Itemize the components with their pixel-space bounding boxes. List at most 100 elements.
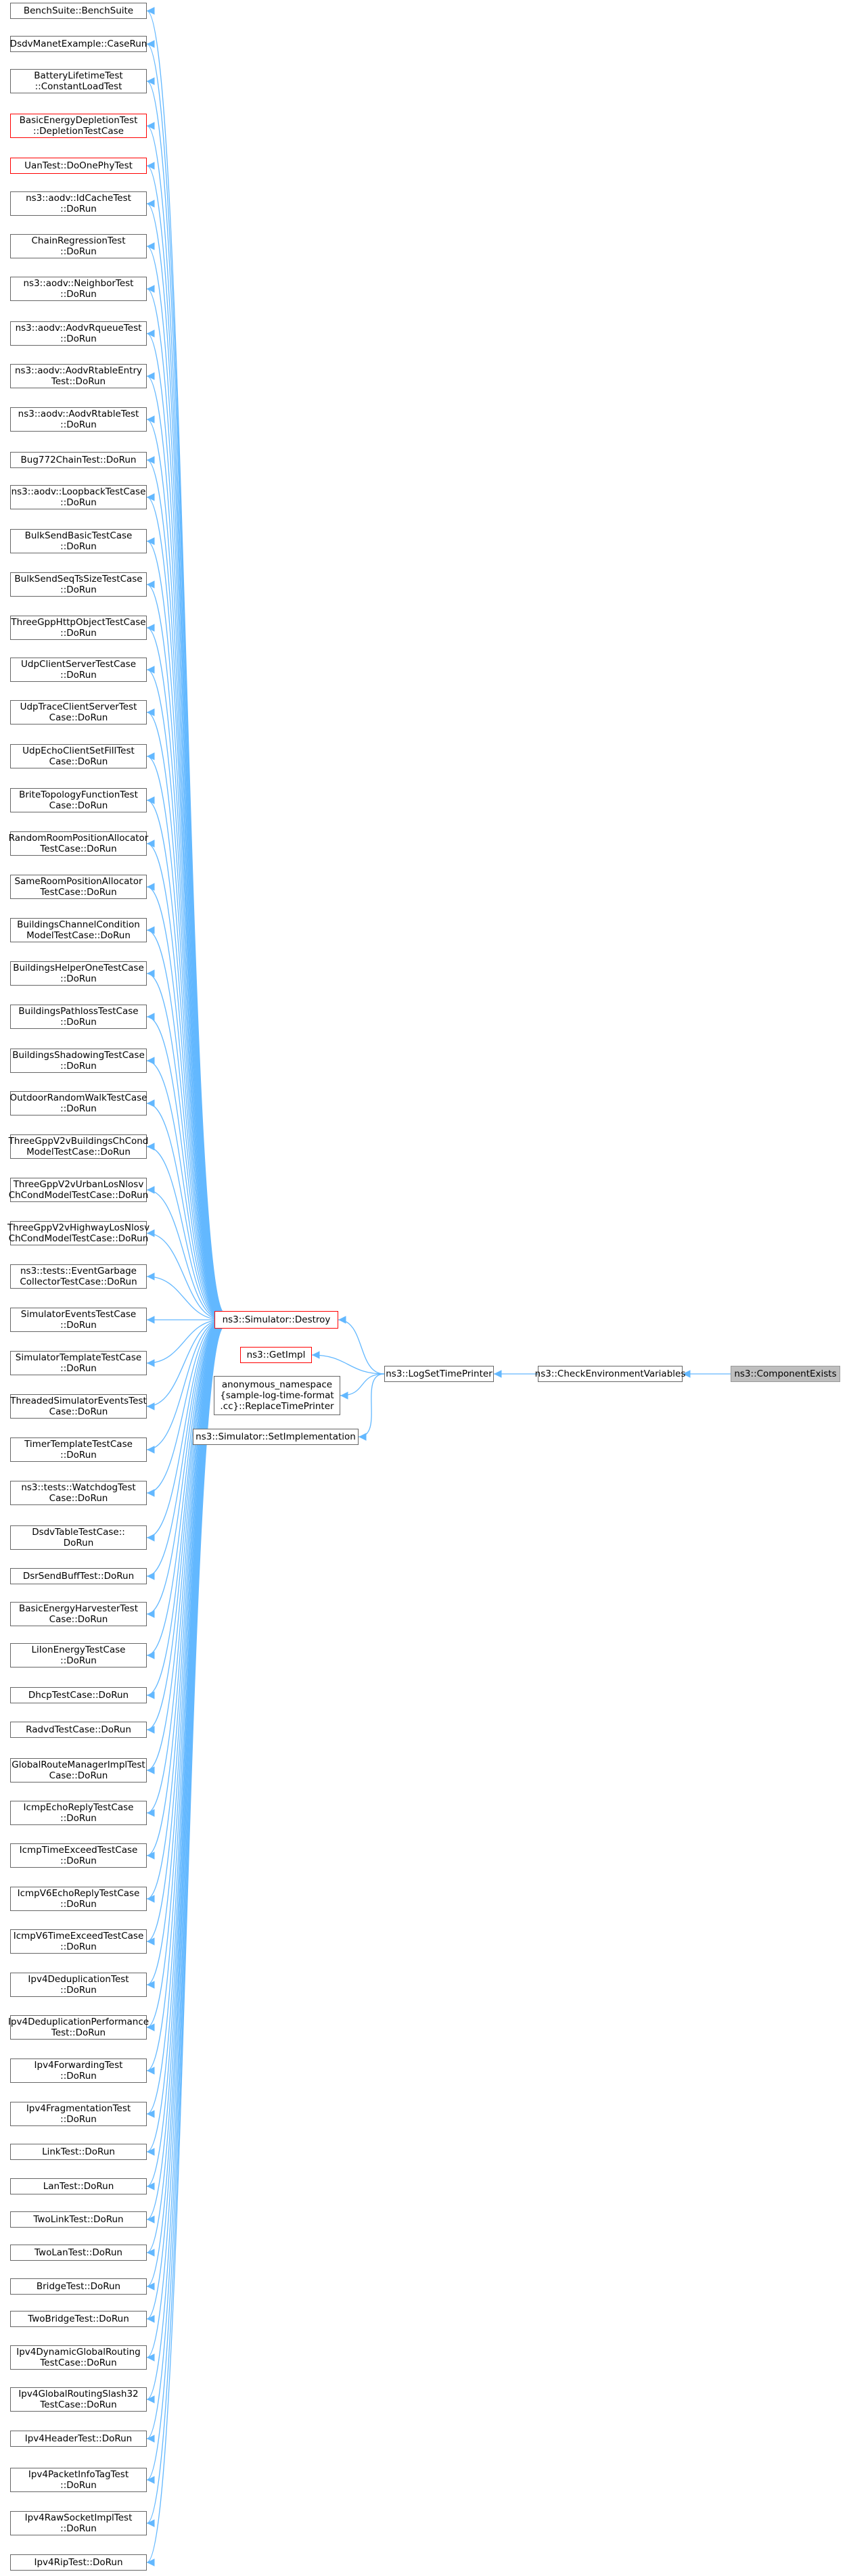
node-twobridgetest[interactable]: TwoBridgeTest::DoRun [10,2311,147,2327]
node-buildingsshadowing[interactable]: BuildingsShadowingTestCase ::DoRun [10,1049,147,1073]
call-edge-sameroom-to-destroy [146,883,223,1318]
node-logsettimeprinter[interactable]: ns3::LogSetTimePrinter [384,1366,494,1382]
call-edge-radvdtest-to-destroy [146,1321,223,1734]
node-ipv4dedup[interactable]: Ipv4DeduplicationTest ::DoRun [10,1973,147,1997]
node-uantest[interactable]: UanTest::DoOnePhyTest [10,158,147,174]
node-aodvidcache[interactable]: ns3::aodv::IdCacheTest ::DoRun [10,191,147,216]
node-radvdtest[interactable]: RadvdTestCase::DoRun [10,1722,147,1738]
node-chainregression[interactable]: ChainRegressionTest ::DoRun [10,234,147,258]
node-ipv4fragmentation[interactable]: Ipv4FragmentationTest ::DoRun [10,2102,147,2126]
call-edge-simulatortemplate-to-destroy [146,1319,222,1367]
node-timertemplate[interactable]: TimerTemplateTestCase ::DoRun [10,1438,147,1462]
node-aodvloopback[interactable]: ns3::aodv::LoopbackTestCase ::DoRun [10,485,147,509]
node-destroy[interactable]: ns3::Simulator::Destroy [214,1311,338,1329]
call-edge-dsrsendbuff-to-destroy [146,1320,223,1580]
call-edge-watchdog-to-destroy [146,1320,222,1497]
node-sameroom[interactable]: SameRoomPositionAllocator TestCase::DoRu… [10,875,147,899]
node-aodvneighbor[interactable]: ns3::aodv::NeighborTest ::DoRun [10,277,147,301]
node-icmptimeexceed[interactable]: IcmpTimeExceedTestCase ::DoRun [10,1843,147,1868]
node-batterylifetime[interactable]: BatteryLifetimeTest ::ConstantLoadTest [10,69,147,93]
node-ipv4packetinfo[interactable]: Ipv4PacketInfoTagTest ::DoRun [10,2468,147,2492]
node-bulksendbasic[interactable]: BulkSendBasicTestCase ::DoRun [10,529,147,553]
node-globalroutemanager[interactable]: GlobalRouteManagerImplTest Case::DoRun [10,1758,147,1782]
node-ipv4globalslash32[interactable]: Ipv4GlobalRoutingSlash32 TestCase::DoRun [10,2387,147,2412]
node-icmpechoreply[interactable]: IcmpEchoReplyTestCase ::DoRun [10,1801,147,1825]
call-edge-udptraceclient-to-destroy [146,708,223,1318]
call-edge-outdoorrandomwalk-to-destroy [146,1099,222,1320]
node-benchsuite[interactable]: BenchSuite::BenchSuite [10,3,147,19]
call-edge-bulksendseqts-to-destroy [146,580,224,1317]
node-randomroom[interactable]: RandomRoomPositionAllocator TestCase::Do… [8,831,149,856]
call-edge-linktest-to-destroy [146,1323,224,2156]
node-simulatorevents[interactable]: SimulatorEventsTestCase ::DoRun [10,1308,147,1332]
node-threegppv2vbuildings[interactable]: ThreeGppV2vBuildingsChCond ModelTestCase… [8,1134,149,1159]
node-aodvrtable[interactable]: ns3::aodv::AodvRtableTest ::DoRun [10,407,147,432]
call-edge-ipv4rip-to-destroy [146,1325,225,2567]
node-threegppv2vhighway[interactable]: ThreeGppV2vHighwayLosNlosv ChCondModelTe… [7,1221,150,1245]
node-liionenergy[interactable]: LiIonEnergyTestCase ::DoRun [10,1643,147,1668]
node-ipv4forwarding[interactable]: Ipv4ForwardingTest ::DoRun [10,2058,147,2083]
node-outdoorrandomwalk[interactable]: OutdoorRandomWalkTestCase ::DoRun [9,1091,147,1116]
node-dhcptest[interactable]: DhcpTestCase::DoRun [10,1687,147,1703]
node-checkenv[interactable]: ns3::CheckEnvironmentVariables [535,1366,685,1382]
call-edge-setimplementation-to-logsettimeprinter [358,1373,385,1441]
call-edge-icmpv6timeexceed-to-destroy [146,1322,223,1946]
call-edge-aodvneighbor-to-destroy [146,285,225,1316]
node-bulksendseqts[interactable]: BulkSendSeqTsSizeTestCase ::DoRun [10,572,147,597]
node-linktest[interactable]: LinkTest::DoRun [10,2144,147,2160]
node-icmpv6echoreply[interactable]: IcmpV6EchoReplyTestCase ::DoRun [10,1887,147,1911]
node-simulatortemplate[interactable]: SimulatorTemplateTestCase ::DoRun [10,1351,147,1375]
call-edge-liionenergy-to-destroy [146,1320,223,1659]
call-edge-bridgetest-to-destroy [146,1324,225,2291]
node-dsdvtable[interactable]: DsdvTableTestCase:: DoRun [10,1525,147,1550]
node-bug772[interactable]: Bug772ChainTest::DoRun [10,452,147,468]
node-ipv4header[interactable]: Ipv4HeaderTest::DoRun [10,2431,147,2447]
node-ipv4dynamicglobal[interactable]: Ipv4DynamicGlobalRouting TestCase::DoRun [10,2345,147,2370]
node-dsdvmanet[interactable]: DsdvManetExample::CaseRun [10,36,147,52]
node-lantest[interactable]: LanTest::DoRun [10,2178,147,2194]
call-edge-ipv4header-to-destroy [146,1325,225,2443]
call-edge-aodvrtableentry-to-destroy [146,372,225,1316]
node-dsrsendbuff[interactable]: DsrSendBuffTest::DoRun [10,1568,147,1584]
node-ipv4dedupperf[interactable]: Ipv4DeduplicationPerformance Test::DoRun [7,2015,150,2040]
node-buildingschannel[interactable]: BuildingsChannelCondition ModelTestCase:… [10,918,147,942]
node-buildingspathloss[interactable]: BuildingsPathlossTestCase ::DoRun [10,1005,147,1029]
node-threegpphttp[interactable]: ThreeGppHttpObjectTestCase ::DoRun [10,616,147,640]
node-componentexists: ns3::ComponentExists [731,1366,840,1382]
node-setimplementation[interactable]: ns3::Simulator::SetImplementation [193,1429,359,1445]
node-twolinktest[interactable]: TwoLinkTest::DoRun [10,2211,147,2228]
call-edge-ipv4dedup-to-destroy [146,1322,224,1989]
node-britetopology[interactable]: BriteTopologyFunctionTest Case::DoRun [10,788,147,812]
node-bridgetest[interactable]: BridgeTest::DoRun [10,2278,147,2295]
node-aodvrtableentry[interactable]: ns3::aodv::AodvRtableEntry Test::DoRun [10,364,147,388]
call-edge-eventgarbage-to-destroy [146,1272,222,1320]
node-threegppv2vurban[interactable]: ThreeGppV2vUrbanLosNlosv ChCondModelTest… [8,1178,149,1202]
node-twolantest[interactable]: TwoLanTest::DoRun [10,2245,147,2261]
node-eventgarbage[interactable]: ns3::tests::EventGarbage CollectorTestCa… [10,1264,147,1289]
call-edge-timertemplate-to-destroy [146,1320,222,1454]
call-edge-britetopology-to-destroy [146,796,223,1318]
node-threadedsimulator[interactable]: ThreadedSimulatorEventsTest Case::DoRun [10,1394,147,1419]
node-udpclientserver[interactable]: UdpClientServerTestCase ::DoRun [10,658,147,682]
node-ipv4rawsocket[interactable]: Ipv4RawSocketImplTest ::DoRun [10,2511,147,2535]
call-edge-lantest-to-destroy [146,1323,225,2190]
call-edge-basicenergyharvester-to-destroy [146,1320,223,1618]
node-replacetimeprinter[interactable]: anonymous_namespace {sample-log-time-for… [214,1376,340,1415]
node-udpechoclient[interactable]: UdpEchoClientSetFillTest Case::DoRun [10,744,147,768]
node-getimpl[interactable]: ns3::GetImpl [240,1347,312,1363]
node-basicenergydepletion[interactable]: BasicEnergyDepletionTest ::DepletionTest… [10,114,147,138]
node-watchdog[interactable]: ns3::tests::WatchdogTest Case::DoRun [10,1481,147,1505]
call-edge-icmpechoreply-to-destroy [146,1322,223,1817]
node-ipv4rip[interactable]: Ipv4RipTest::DoRun [10,2554,147,2571]
node-buildingshelper[interactable]: BuildingsHelperOneTestCase ::DoRun [10,961,147,986]
node-udptraceclient[interactable]: UdpTraceClientServerTest Case::DoRun [10,700,147,724]
node-aodvrqueue[interactable]: ns3::aodv::AodvRqueueTest ::DoRun [10,321,147,346]
call-edge-globalroutemanager-to-destroy [146,1321,223,1774]
node-basicenergyharvester[interactable]: BasicEnergyHarvesterTest Case::DoRun [10,1602,147,1626]
node-icmpv6timeexceed[interactable]: IcmpV6TimeExceedTestCase ::DoRun [10,1929,147,1954]
call-edge-randomroom-to-destroy [146,840,223,1318]
call-edge-getimpl-to-logsettimeprinter [311,1351,385,1375]
call-edge-destroy-to-logsettimeprinter [338,1316,385,1375]
